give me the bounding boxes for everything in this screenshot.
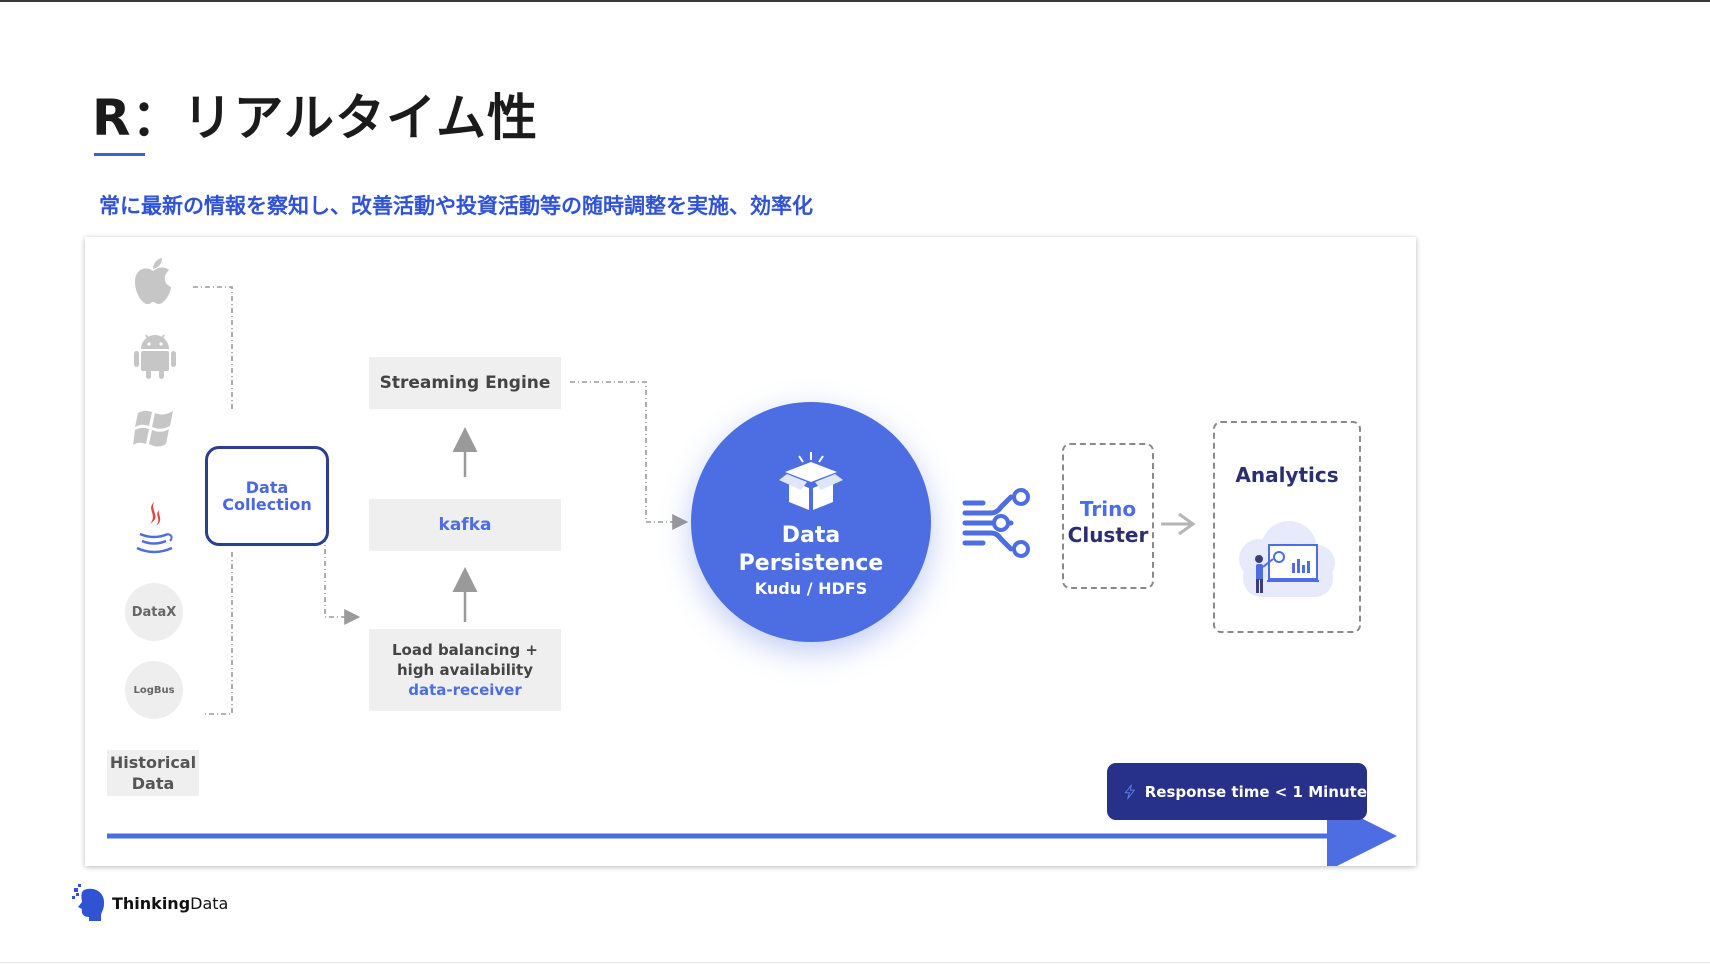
analytics-box: Analytics xyxy=(1213,421,1361,633)
data-collection-line2: Collection xyxy=(222,495,312,514)
data-persistence-title: Data Persistence xyxy=(691,522,931,578)
data-receiver-box: Load balancing + high availability data-… xyxy=(369,629,561,711)
thinkingdata-logo: ThinkingData xyxy=(72,884,228,922)
windows-icon xyxy=(132,405,178,455)
logbus-source: LogBus xyxy=(125,661,183,719)
persistence-line2: Persistence xyxy=(738,551,884,576)
lightning-icon xyxy=(1124,784,1135,799)
streaming-engine-label: Streaming Engine xyxy=(379,373,551,393)
historical-line2: Data xyxy=(131,774,175,793)
persistence-line1: Data xyxy=(781,523,841,548)
data-persistence-circle: Data Persistence Kudu / HDFS xyxy=(691,402,931,642)
connection-icon xyxy=(961,487,1037,563)
logo-wordmark: ThinkingData xyxy=(112,894,228,913)
trino-line2: Cluster xyxy=(1067,523,1149,547)
title-underline xyxy=(94,153,145,156)
historical-line1: Historical xyxy=(109,753,197,772)
logo-light: Data xyxy=(190,893,229,913)
slide-title: R：リアルタイム性 xyxy=(92,89,539,147)
trino-cluster-box: Trino Cluster xyxy=(1062,443,1154,589)
brain-logo-icon xyxy=(72,884,105,921)
receiver-line1: Load balancing + xyxy=(392,641,538,659)
box-icon xyxy=(779,452,843,510)
response-time-text: Response time < 1 Minute xyxy=(1144,782,1367,801)
kafka-box: kafka xyxy=(369,499,561,551)
trino-line1: Trino xyxy=(1079,497,1137,521)
android-icon xyxy=(133,331,177,385)
kafka-label: kafka xyxy=(438,515,492,535)
datax-source: DataX xyxy=(125,583,183,641)
receiver-line3: data-receiver xyxy=(408,681,522,699)
data-collection-box: Data Collection xyxy=(205,446,329,546)
streaming-engine-box: Streaming Engine xyxy=(369,357,561,409)
architecture-diagram: DataX LogBus Historical Data Data Collec… xyxy=(85,237,1416,866)
data-collection-line1: Data xyxy=(245,478,289,497)
bottom-border xyxy=(0,962,1710,963)
analytics-label: Analytics xyxy=(1235,463,1339,487)
analytics-illustration-icon xyxy=(1239,521,1335,597)
persistence-subtitle: Kudu / HDFS xyxy=(754,579,868,598)
receiver-line2: high availability xyxy=(397,661,533,679)
connector-lines xyxy=(107,286,1397,866)
logbus-label: LogBus xyxy=(133,684,175,696)
apple-icon xyxy=(131,257,175,311)
datax-label: DataX xyxy=(131,604,177,620)
response-time-badge: Response time < 1 Minute xyxy=(1107,763,1367,820)
top-border xyxy=(0,0,1710,2)
slide-subtitle: 常に最新の情報を察知し、改善活動や投資活動等の随時調整を実施、効率化 xyxy=(99,194,813,218)
logo-bold: Thinking xyxy=(112,893,191,913)
historical-data-box: Historical Data xyxy=(107,750,199,796)
java-icon xyxy=(132,500,176,566)
